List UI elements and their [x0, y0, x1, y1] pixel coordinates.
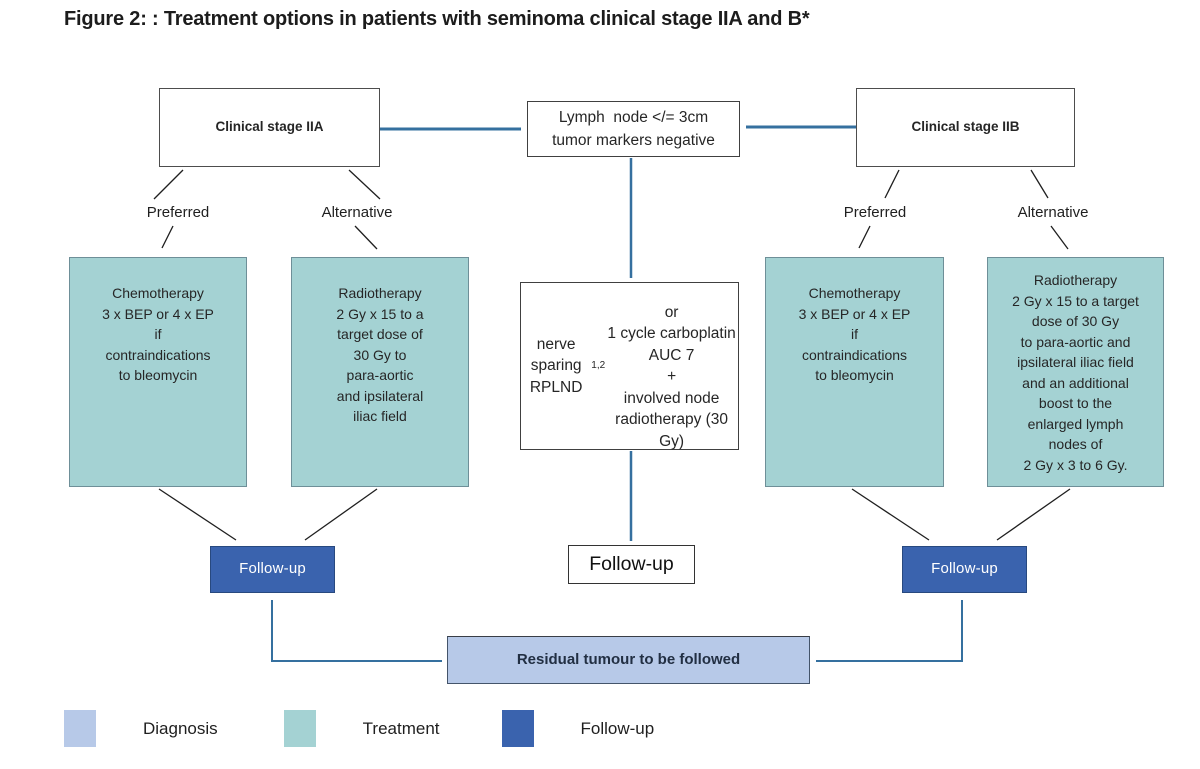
central-text-part1: nerve sparing RPLND [529, 335, 583, 396]
central-text-part2: or 1 cycle carboplatin AUC 7 + involved … [607, 303, 736, 450]
label-preferred-right: Preferred [843, 204, 907, 221]
arrow-alternative-right [1050, 225, 1069, 250]
stage-iia-box: Clinical stage IIA [159, 88, 380, 167]
treatment-box-central: nerve sparing RPLND 1,2 or 1 cycle carbop… [520, 282, 739, 450]
line-iia-to-alternative [348, 169, 381, 200]
arrow-alternative-left [354, 225, 378, 250]
legend-swatch-treatment [283, 710, 316, 747]
treatment-box-chemo-iib: Chemotherapy 3 x BEP or 4 x EP if contra… [765, 257, 944, 487]
connector-followup-left-to-residual [271, 600, 442, 662]
arrow-preferred-right [858, 225, 871, 249]
arrow-chemo-iia-to-followup [158, 488, 237, 541]
treatment-box-radio-iib: Radiotherapy 2 Gy x 15 to a target dose … [987, 257, 1164, 487]
legend-swatch-diagnosis [64, 710, 96, 747]
line-iia-to-preferred [153, 169, 184, 200]
treatment-box-chemo-iia: Chemotherapy 3 x BEP or 4 x EP if contra… [69, 257, 247, 487]
legend-label-treatment: Treatment [362, 718, 440, 738]
followup-box-left: Follow-up [210, 546, 335, 593]
legend-label-followup: Follow-up [580, 718, 655, 738]
arrow-radio-iib-to-followup [996, 488, 1071, 541]
stage-iib-box: Clinical stage IIB [856, 88, 1075, 167]
line-iib-to-preferred [884, 169, 900, 199]
legend-label-diagnosis: Diagnosis [143, 718, 218, 738]
connector-followup-right-to-residual [816, 600, 963, 662]
followup-box-center: Follow-up [568, 545, 695, 584]
arrow-radio-iia-to-followup [304, 488, 378, 541]
residual-tumour-box: Residual tumour to be followed [447, 636, 810, 684]
lymph-node-box: Lymph node </= 3cm tumor markers negativ… [527, 101, 740, 157]
legend: Diagnosis Treatment Follow-up [64, 710, 654, 747]
arrow-chemo-iib-to-followup [851, 488, 930, 541]
label-alternative-left: Alternative [321, 204, 393, 221]
label-alternative-right: Alternative [1017, 204, 1089, 221]
arrow-preferred-left [161, 225, 174, 249]
label-preferred-left: Preferred [146, 204, 210, 221]
treatment-box-radio-iia: Radiotherapy 2 Gy x 15 to a target dose … [291, 257, 469, 487]
line-iib-to-alternative [1030, 169, 1049, 199]
followup-box-right: Follow-up [902, 546, 1027, 593]
figure-title: Figure 2: : Treatment options in patient… [64, 8, 810, 30]
central-superscript: 1,2 [591, 360, 606, 372]
legend-swatch-followup [501, 710, 534, 747]
